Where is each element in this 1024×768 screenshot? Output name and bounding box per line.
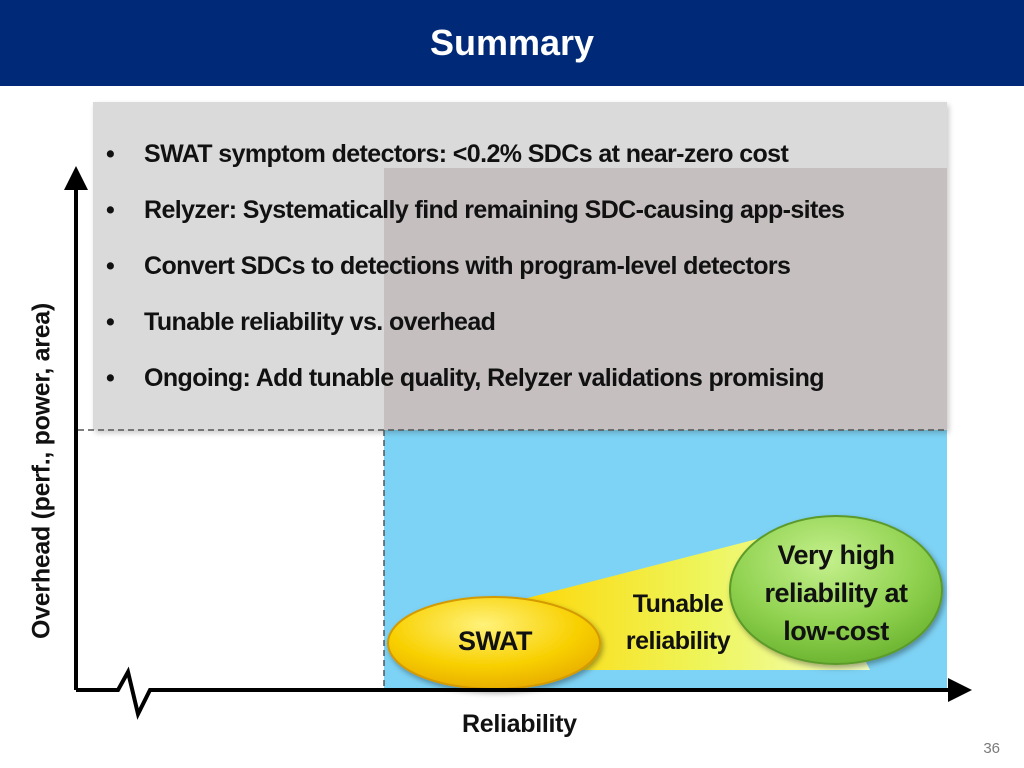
very-high-label-line: Very high (777, 540, 895, 570)
x-axis-line (76, 666, 952, 720)
tunable-label-line: Tunable (632, 590, 724, 618)
y-axis-label: Overhead (perf., power, area) (27, 303, 56, 639)
swat-label: SWAT (458, 626, 533, 656)
bullet-swat: SWAT symptom detectors: <0.2% SDCs at ne… (104, 140, 944, 196)
bullet-convert-sdcs: Convert SDCs to detections with program-… (104, 252, 944, 308)
page-number: 36 (983, 740, 1000, 757)
summary-bullet-list: SWAT symptom detectors: <0.2% SDCs at ne… (104, 140, 944, 420)
very-high-reliability-ellipse (729, 515, 943, 665)
slide-title: Summary (429, 22, 595, 63)
title-bar (0, 0, 1024, 86)
x-axis-label: Reliability (462, 710, 577, 738)
tunable-reliability-label: Tunable reliability (608, 586, 748, 660)
tunable-label-line: reliability (625, 627, 731, 655)
very-high-label-line: low-cost (783, 616, 889, 646)
very-high-reliability-label: Very high reliability at low-cost (736, 536, 936, 650)
bullet-ongoing: Ongoing: Add tunable quality, Relyzer va… (104, 364, 944, 420)
x-axis-arrow (948, 678, 972, 702)
y-axis-arrow (64, 166, 88, 190)
bullet-relyzer: Relyzer: Systematically find remaining S… (104, 196, 944, 252)
very-high-label-line: reliability at (764, 578, 908, 608)
bullet-tunable: Tunable reliability vs. overhead (104, 308, 944, 364)
